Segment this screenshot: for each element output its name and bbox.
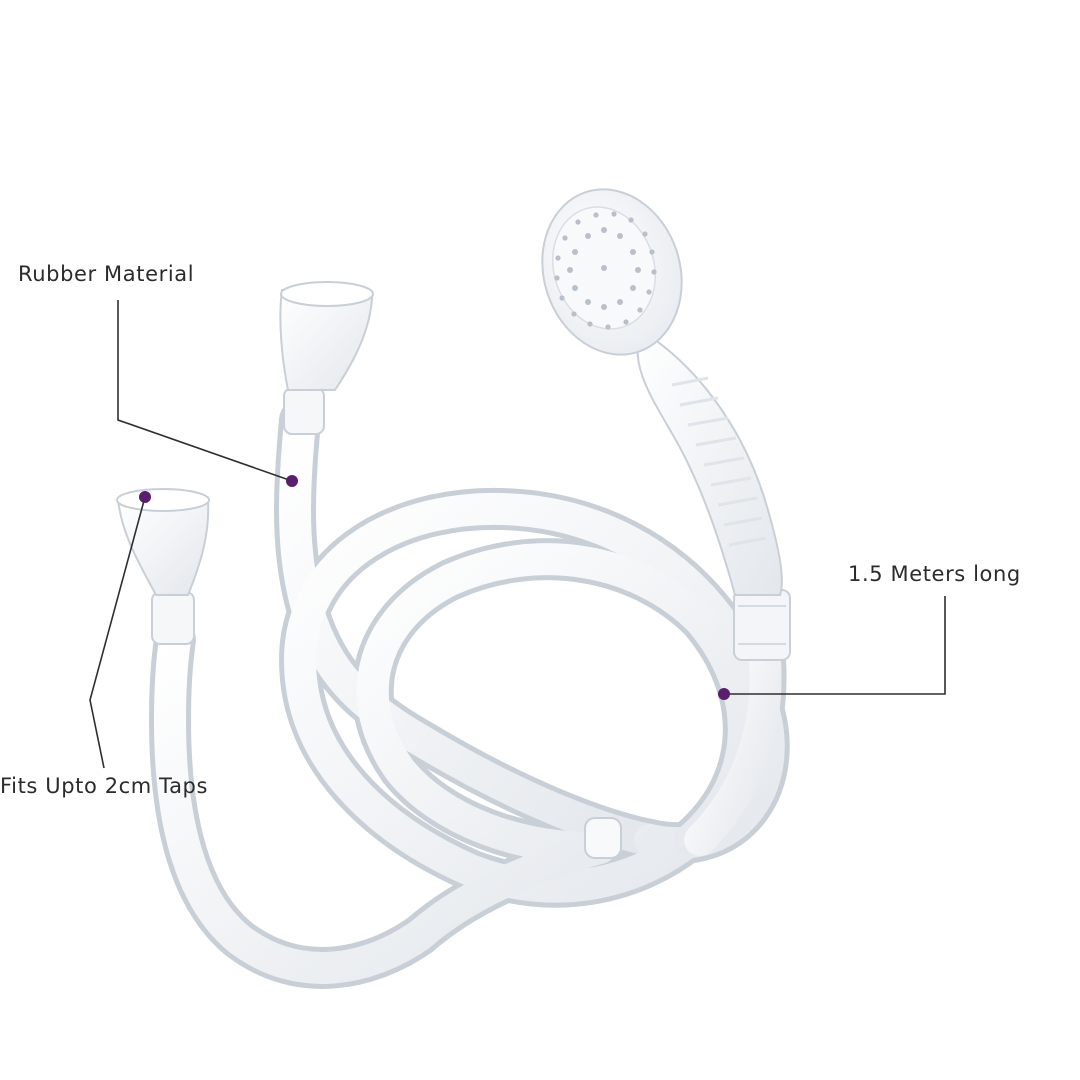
length-marker [718, 688, 730, 700]
callout-markers [139, 475, 730, 700]
rubber-material-marker [286, 475, 298, 487]
hose-coil [149, 399, 790, 989]
shower-head [541, 188, 683, 356]
length-label: 1.5 Meters long [848, 562, 1021, 586]
fits-taps-label: Fits Upto 2cm Taps [0, 774, 209, 798]
fits-taps-leader [89, 496, 146, 769]
lower-tap-connector [116, 488, 210, 645]
shower-handle [541, 188, 791, 661]
hose-joint [584, 817, 622, 859]
upper-tap-connector [279, 281, 374, 435]
rubber-material-leader [117, 300, 293, 482]
fits-taps-marker [139, 491, 151, 503]
callout-leaders [89, 300, 946, 769]
length-leader [724, 596, 946, 695]
rubber-material-label: Rubber Material [18, 262, 195, 286]
